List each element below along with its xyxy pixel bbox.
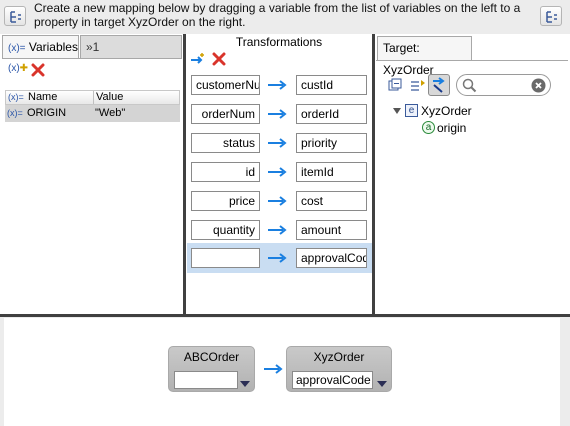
overflow-tab[interactable]: »1 [80,35,182,59]
pane-divider-right[interactable] [372,34,375,317]
table-row[interactable]: (x)= ORIGIN "Web" [5,105,180,122]
target-field[interactable]: cost [296,191,367,211]
clear-search-icon[interactable] [531,78,546,93]
dropdown-arrow-icon[interactable] [240,381,250,387]
filter-arrow-icon [433,77,445,93]
target-field[interactable]: orderId [296,104,367,124]
target-field[interactable]: amount [296,220,367,240]
mapping-arrow-icon [268,80,287,90]
target-tab-label: Target: XyzOrder [383,41,434,77]
element-icon: e [405,104,418,117]
source-node-field[interactable] [174,371,238,389]
source-field[interactable]: orderNum [191,104,260,124]
target-node-title: XyzOrder [313,350,365,364]
add-variable-icon[interactable]: (x)✚ [8,63,29,74]
dropdown-arrow-icon[interactable] [377,381,387,387]
tree-hierarchy-icon [10,11,21,23]
target-field[interactable]: priority [296,133,367,153]
variable-icon: (x)= [8,43,26,54]
variable-icon: (x)= [7,108,23,118]
source-field[interactable]: id [191,162,260,182]
delete-mapping-icon[interactable] [212,52,226,66]
column-header-name[interactable]: Name [28,91,58,103]
source-field[interactable]: price [191,191,260,211]
attribute-icon: a [422,121,435,134]
source-field[interactable]: customerNu [191,75,260,95]
filter-mapped-button[interactable] [428,74,450,96]
source-field[interactable]: quantity [191,220,260,240]
column-header-value[interactable]: Value [96,91,124,103]
mapping-arrow-icon [268,109,287,119]
instructions-text: Create a new mapping below by dragging a… [34,1,521,29]
tab-underline [376,60,568,61]
mapping-arrow-icon [268,167,287,177]
source-node[interactable]: ABCOrder [168,346,255,392]
tree-layout-right-button[interactable] [540,6,562,26]
add-mapping-icon[interactable] [190,52,206,66]
column-separator[interactable] [93,91,94,104]
pane-bottom-border [0,314,570,317]
show-mappings-icon[interactable] [409,77,427,93]
variables-grid-header: (x)= Name Value [5,90,180,105]
mapping-detail-area [4,318,560,426]
target-node-field[interactable]: approvalCode [292,371,373,389]
node-mapping-arrow-icon [264,364,283,374]
mapping-arrow-icon [268,253,287,263]
target-field[interactable]: custId [296,75,367,95]
tree-node-root[interactable]: XyzOrder [421,104,472,118]
transformations-title: Transformations [235,35,323,49]
tab-underline [2,58,182,59]
search-icon [462,78,477,93]
variables-tab-label: Variables [28,40,78,54]
variable-icon: (x)= [8,92,24,102]
variable-name: ORIGIN [27,107,67,119]
overflow-tab-label: »1 [86,40,100,54]
target-tab[interactable]: Target: XyzOrder [377,36,472,77]
collapse-all-icon[interactable] [388,78,402,92]
tree-layout-left-button[interactable] [4,6,26,26]
delete-variable-icon[interactable] [31,63,45,77]
expand-triangle-icon[interactable] [392,106,402,116]
target-field[interactable]: approvalCod [296,248,367,268]
source-field[interactable] [191,248,260,268]
source-node-title: ABCOrder [183,350,240,364]
mapping-arrow-icon [268,138,287,148]
variable-value: "Web" [95,107,126,119]
mapping-arrow-icon [268,196,287,206]
mapping-arrow-icon [268,225,287,235]
variables-tab[interactable]: (x)= Variables [2,35,79,59]
target-field[interactable]: itemId [296,162,367,182]
search-input[interactable] [456,74,551,96]
tree-node-child[interactable]: origin [437,121,467,135]
tree-hierarchy-icon [546,11,557,23]
target-node[interactable]: XyzOrder approvalCode [286,346,392,392]
source-field[interactable]: status [191,133,260,153]
pane-divider-left[interactable] [183,34,186,317]
